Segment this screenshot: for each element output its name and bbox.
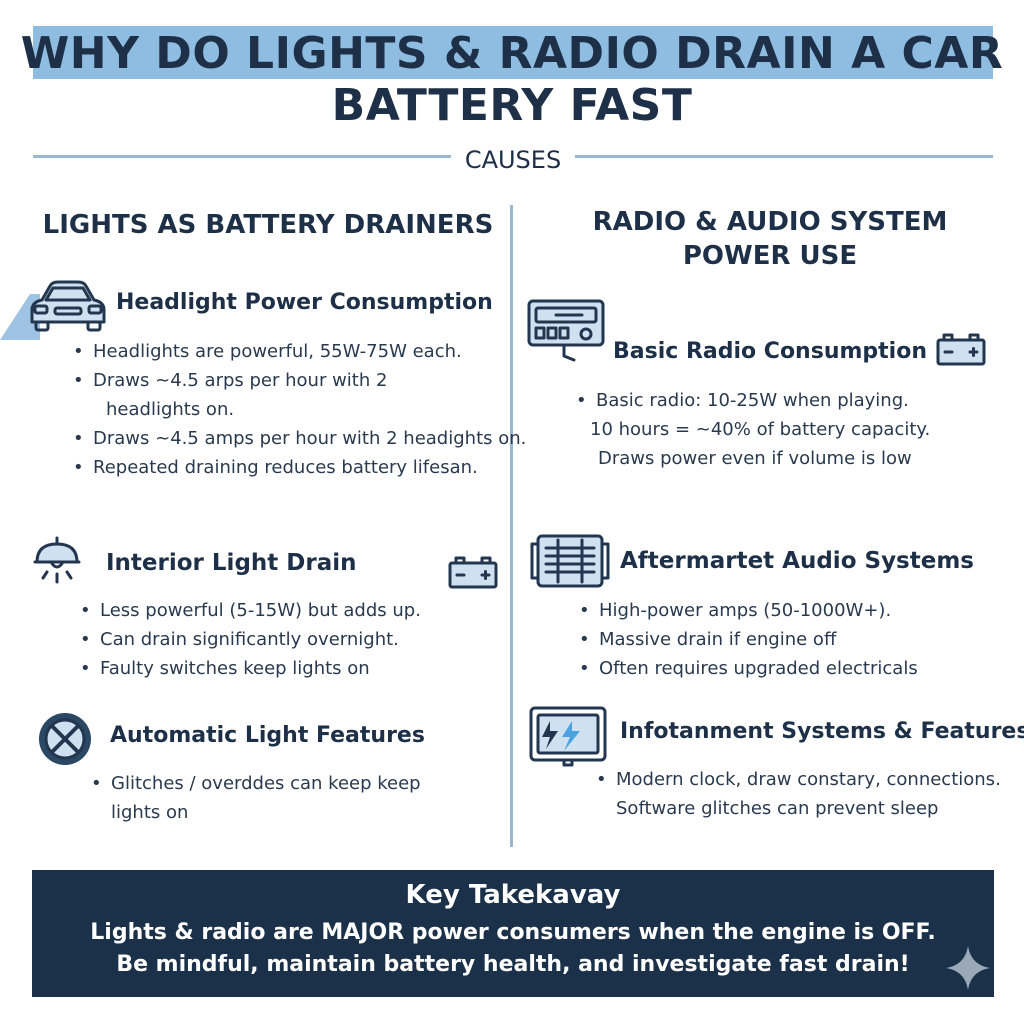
infotainment-bullet-list: Modern clock, draw constary, connections…: [596, 765, 1001, 823]
automatic-light-bullet-list: Glitches / overddes can keep keep lights…: [91, 769, 421, 827]
list-item-continuation: Software glitches can prevent sleep: [616, 798, 939, 819]
causes-label: CAUSES: [464, 146, 562, 174]
list-item: Massive drain if engine off: [579, 625, 918, 654]
list-item: Faulty switches keep lights on: [80, 654, 421, 683]
headlight-bullet-list: Headlights are powerful, 55W-75W each. D…: [73, 337, 526, 482]
infotainment-section-title: Infotanment Systems & Features: [620, 719, 1024, 744]
list-item: Draws ~4.5 arps per hour with 2: [73, 366, 526, 395]
basic-radio-section-title: Basic Radio Consumption: [613, 339, 927, 364]
right-heading-line-2: POWER USE: [682, 241, 858, 271]
list-item: Basic radio: 10-25W when playing.: [576, 386, 930, 415]
battery-icon: [936, 333, 986, 366]
list-item: Glitches / overddes can keep keep: [91, 769, 421, 798]
key-takeaway-banner: [32, 870, 994, 997]
page-title-line-1: WHY DO LIGHTS & RADIO DRAIN A CAR: [20, 28, 1004, 79]
list-item: Headlights are powerful, 55W-75W each.: [73, 337, 526, 366]
car-icon: [30, 280, 106, 332]
radio-icon: [527, 299, 605, 362]
list-item: Modern clock, draw constary, connections…: [596, 765, 1001, 794]
divider-right: [575, 155, 993, 158]
key-takeaway-line-1: Lights & radio are MAJOR power consumers…: [90, 920, 936, 945]
headlight-section-title: Headlight Power Consumption: [116, 290, 493, 315]
column-divider: [510, 205, 513, 847]
basic-radio-bullet-list: Basic radio: 10-25W when playing. 10 hou…: [576, 386, 930, 473]
list-item-continuation: headlights on.: [106, 399, 235, 420]
page-title-line-2: BATTERY FAST: [331, 80, 693, 131]
list-item-continuation: 10 hours = ~40% of battery capacity.: [590, 419, 931, 440]
battery-icon: [448, 556, 498, 589]
automatic-light-section-title: Automatic Light Features: [110, 723, 425, 748]
key-takeaway-title: Key Takekavay: [405, 880, 621, 910]
aftermarket-audio-bullet-list: High-power amps (50-1000W+). Massive dra…: [579, 596, 918, 683]
interior-light-bullet-list: Less powerful (5-15W) but adds up. Can d…: [80, 596, 421, 683]
list-item-continuation: Draws power even if volume is low: [598, 448, 912, 469]
right-column-heading: RADIO & AUDIO SYSTEM POWER USE: [520, 205, 1020, 273]
left-column-heading: LIGHTS AS BATTERY DRAINERS: [42, 210, 494, 240]
screen-bolt-icon: [529, 706, 607, 767]
list-item: Repeated draining reduces battery lifesa…: [73, 453, 526, 482]
right-heading-line-1: RADIO & AUDIO SYSTEM: [592, 207, 948, 237]
headlight-beam-icon: [0, 294, 40, 340]
key-takeaway-line-2: Be mindful, maintain battery health, and…: [116, 952, 910, 977]
interior-light-section-title: Interior Light Drain: [106, 550, 357, 576]
title-band: [33, 26, 993, 79]
list-item: Can drain significantly overnight.: [80, 625, 421, 654]
amplifier-icon: [530, 534, 610, 588]
list-item: Less powerful (5-15W) but adds up.: [80, 596, 421, 625]
divider-left: [33, 155, 451, 158]
aftermarket-audio-section-title: Aftermartet Audio Systems: [620, 548, 974, 574]
sparkle-icon: [946, 946, 990, 990]
list-item: Often requires upgraded electricals: [579, 654, 918, 683]
list-item: Draws ~4.5 amps per hour with 2 headight…: [73, 424, 526, 453]
list-item-continuation: lights on: [111, 802, 189, 823]
x-circle-icon: [39, 713, 91, 765]
list-item: High-power amps (50-1000W+).: [579, 596, 918, 625]
dome-light-icon: [33, 536, 81, 584]
